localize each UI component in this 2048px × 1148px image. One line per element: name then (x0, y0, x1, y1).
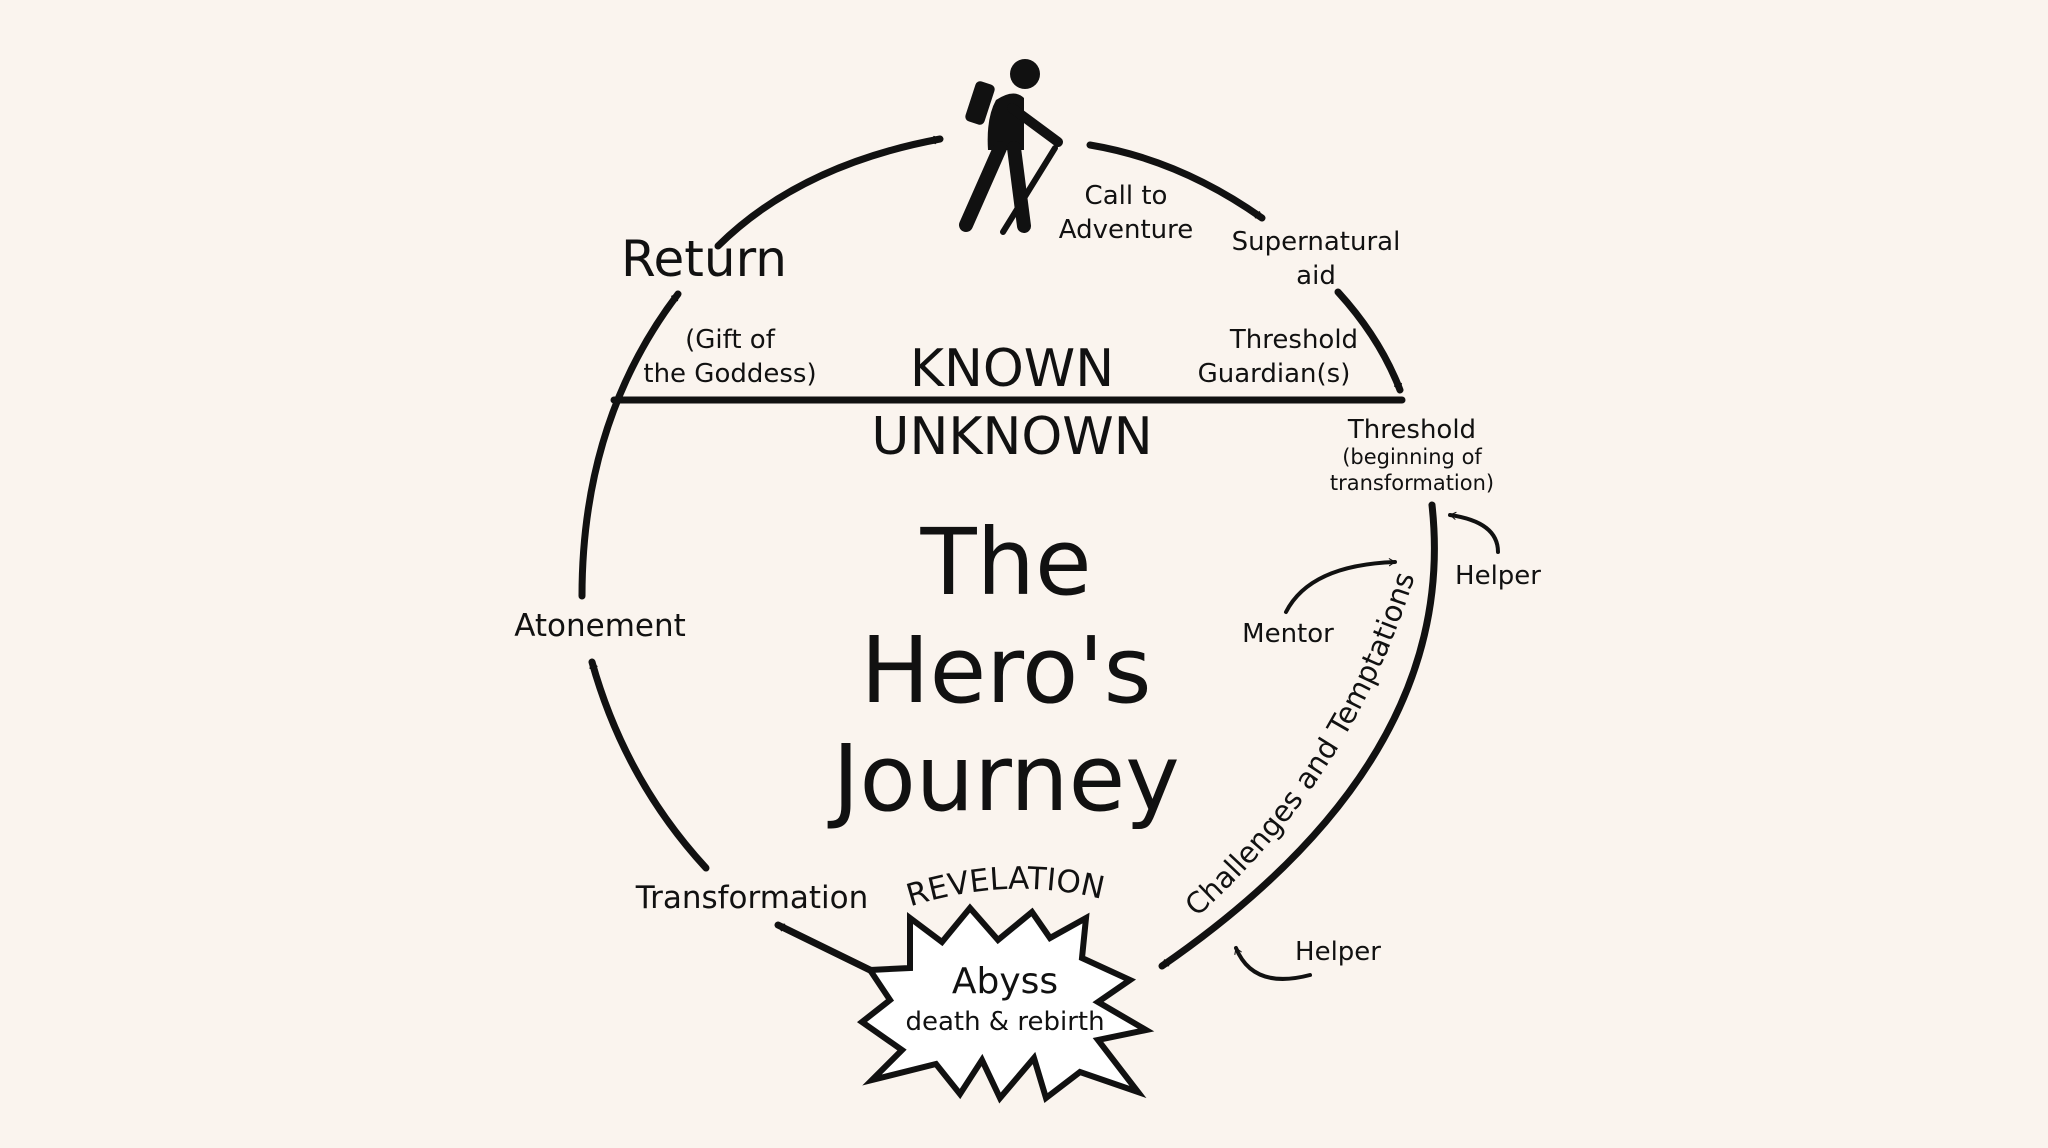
title-line-1: The (919, 509, 1091, 616)
helper-lower-label: Helper (1295, 937, 1381, 967)
threshold-guardian-line-2: Guardian(s) (1198, 359, 1351, 389)
gift-label-line-2: the Goddess) (643, 359, 816, 389)
hiker-icon (959, 59, 1063, 235)
call-to-adventure-line-1: Call to (1085, 181, 1168, 211)
arrow-supernatural-to-threshold (1334, 288, 1404, 394)
arrow-atonement-to-return (578, 290, 682, 600)
arrow-mentor (1284, 558, 1397, 614)
return-label: Return (621, 230, 787, 288)
supernatural-aid-line-2: aid (1296, 261, 1336, 291)
abyss-label: Abyss (952, 961, 1058, 1002)
arrow-helper-upper (1448, 511, 1500, 554)
arrow-threshold-to-abyss (1158, 501, 1438, 970)
threshold-sub-line-1: (beginning of (1342, 445, 1482, 469)
threshold-sub-line-2: transformation) (1330, 471, 1494, 495)
arrow-return-to-hero (714, 135, 944, 250)
death-rebirth-label: death & rebirth (905, 1007, 1104, 1037)
known-label: KNOWN (910, 339, 1114, 399)
transformation-label: Transformation (635, 880, 869, 916)
arrow-helper-lower (1234, 946, 1312, 981)
revelation-label: REVELATION (902, 861, 1108, 915)
call-to-adventure-line-2: Adventure (1059, 215, 1193, 245)
title-line-2: Hero's (860, 617, 1151, 724)
title-line-3: Journey (827, 725, 1179, 832)
gift-label-line-1: (Gift of (685, 325, 776, 355)
arrow-abyss-to-transformation (774, 921, 874, 974)
unknown-label: UNKNOWN (871, 407, 1152, 467)
mentor-label: Mentor (1242, 619, 1334, 649)
arrow-call-to-adventure (1086, 141, 1266, 222)
threshold-label: Threshold (1347, 415, 1476, 445)
supernatural-aid-line-1: Supernatural (1232, 227, 1401, 257)
abyss-burst-shape (856, 903, 1155, 1104)
arrow-transformation-to-atonement (588, 658, 710, 872)
helper-upper-label: Helper (1455, 561, 1541, 591)
threshold-guardian-line-1: Threshold (1229, 325, 1358, 355)
atonement-label: Atonement (514, 608, 686, 644)
